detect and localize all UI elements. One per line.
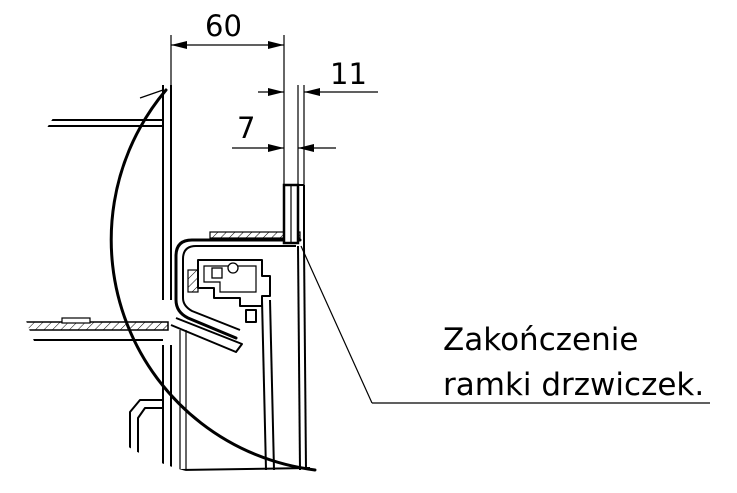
door-bottom-edge: [179, 467, 311, 471]
frame-end-flange: [282, 183, 305, 246]
arrow-head: [268, 144, 284, 152]
callout-text-line1: Zakończenie: [443, 322, 638, 358]
seal-assembly: [187, 259, 271, 323]
arrow-head: [171, 41, 187, 49]
arrow-head: [304, 88, 320, 96]
angled-lip: [170, 317, 243, 353]
dimension-60: 60: [170, 9, 285, 185]
dimension-11: 11: [258, 57, 378, 185]
lower-bracket: [129, 399, 163, 479]
door-frame-profile: [174, 231, 302, 340]
dimension-label-11: 11: [330, 57, 367, 91]
dimension-7: 7: [232, 111, 336, 152]
door-outer-wall: [179, 245, 307, 471]
arrow-head: [268, 88, 284, 96]
cross-section: [19, 85, 311, 479]
dimension-label-60: 60: [205, 9, 242, 43]
arrow-head: [268, 41, 284, 49]
leader-line: [300, 245, 373, 404]
left-wall: [162, 85, 172, 479]
dimension-label-7: 7: [237, 111, 255, 145]
callout: Zakończenie ramki drzwiczek.: [300, 245, 710, 404]
upper-shelf: [20, 89, 164, 127]
callout-text-line2: ramki drzwiczek.: [443, 367, 704, 403]
arrow-head: [298, 144, 314, 152]
middle-shelf: [19, 317, 169, 341]
